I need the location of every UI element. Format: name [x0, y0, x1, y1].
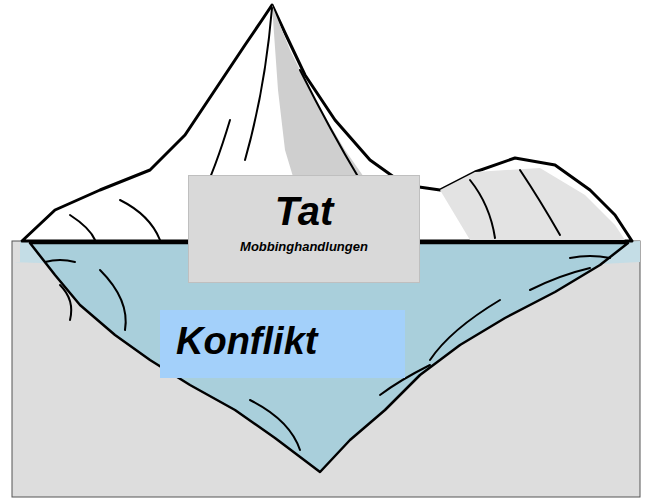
iceberg-top	[22, 5, 632, 241]
underwater-strokes	[45, 256, 610, 450]
action-box: TatMobbinghandlungen	[188, 175, 420, 283]
node-title: Konflikt	[176, 310, 389, 364]
conflict-box: Konflikt	[160, 310, 405, 378]
node-subtitle: Mobbinghandlungen	[205, 234, 403, 255]
node-title: Tat	[205, 176, 403, 234]
iceberg-strokes	[70, 8, 560, 240]
iceberg-shade	[440, 168, 625, 240]
